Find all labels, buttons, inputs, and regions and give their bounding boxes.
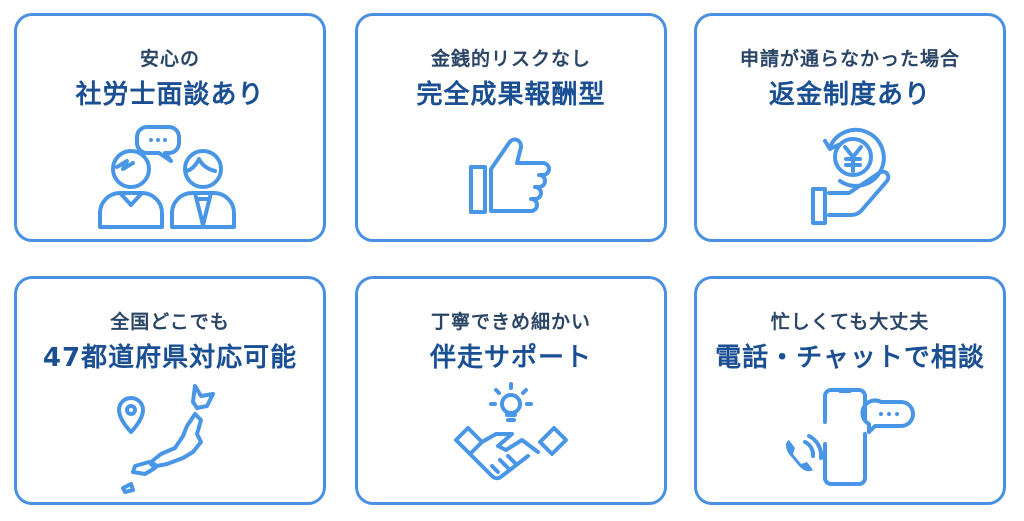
phone-chat-icon	[775, 382, 925, 497]
card-subtitle: 全国どこでも	[110, 311, 230, 333]
card-subtitle: 丁寧できめ細かい	[430, 311, 591, 333]
japan-map-pin-icon	[95, 382, 245, 497]
feature-card-nationwide: 全国どこでも 47都道府県対応可能	[14, 276, 326, 505]
consultation-people-icon	[95, 119, 245, 234]
card-subtitle: 忙しくても大丈夫	[770, 311, 930, 333]
feature-card-success-fee: 金銭的リスクなし 完全成果報酬型	[355, 13, 667, 242]
card-title: 完全成果報酬型	[416, 80, 606, 110]
feature-card-consultation: 安心の 社労士面談あり	[14, 13, 326, 242]
feature-card-refund: 申請が通らなかった場合 返金制度あり	[694, 13, 1006, 242]
feature-card-support: 丁寧できめ細かい 伴走サポート	[355, 276, 667, 505]
card-title: 電話・チャットで相談	[715, 343, 985, 373]
yen-refund-hand-icon	[775, 119, 925, 234]
feature-card-phone-chat: 忙しくても大丈夫 電話・チャットで相談	[694, 276, 1006, 505]
card-title: 伴走サポート	[429, 343, 592, 373]
card-title: 社労士面談あり	[75, 80, 265, 110]
card-title: 返金制度あり	[768, 80, 931, 110]
thumbs-up-icon	[436, 119, 586, 234]
card-subtitle: 金銭的リスクなし	[430, 48, 591, 70]
card-title: 47都道府県対応可能	[42, 343, 298, 373]
card-subtitle: 安心の	[139, 48, 200, 70]
handshake-idea-icon	[436, 382, 586, 497]
card-subtitle: 申請が通らなかった場合	[739, 48, 960, 70]
